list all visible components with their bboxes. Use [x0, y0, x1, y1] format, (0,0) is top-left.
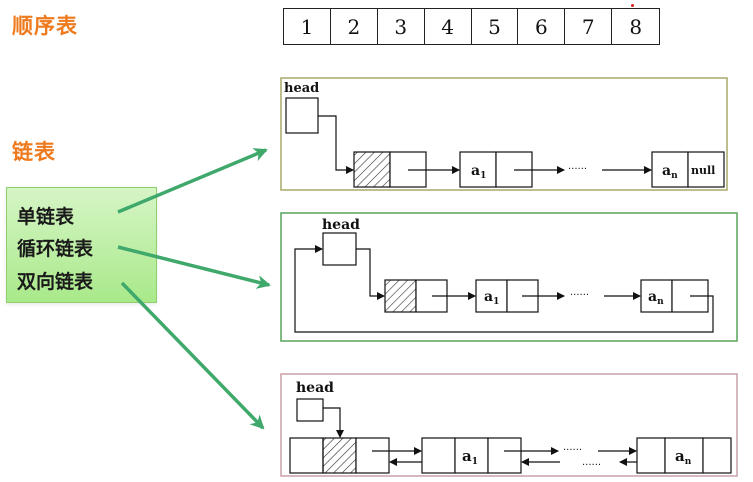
- ellipsis: ......: [568, 161, 587, 172]
- arrow-to-single: [117, 148, 268, 214]
- circular-linked-list: head a1 ...... an: [280, 212, 738, 342]
- header-node-prev: [289, 437, 324, 474]
- header-node-data: [322, 437, 357, 474]
- header-node-data: [384, 279, 417, 313]
- node-a1-prev: [421, 437, 456, 474]
- head-label: head: [296, 380, 334, 396]
- head-pointer-box: [285, 97, 319, 134]
- node-a1-label: a1: [462, 447, 478, 467]
- head-arrow: [318, 115, 354, 174]
- head-label: head: [284, 81, 319, 96]
- head-pointer-box: [322, 232, 357, 266]
- head-arrow: [356, 248, 385, 300]
- arrow-to-circular: [117, 245, 271, 289]
- seq-cell: 3: [378, 9, 425, 44]
- single-linked-list: head a1 ...... an null: [280, 77, 728, 191]
- header-node-data: [353, 151, 391, 188]
- ellipsis: ......: [563, 442, 582, 453]
- ellipsis: ......: [570, 287, 589, 298]
- node-a1-label: a1: [471, 163, 486, 181]
- ellipsis: ......: [582, 457, 601, 468]
- head-label: head: [322, 217, 360, 233]
- node-an-label: an: [675, 447, 692, 467]
- list-types-box: 单链表 循环链表 双向链表: [6, 187, 157, 303]
- circular-list-frame: [280, 212, 738, 342]
- seq-cell: 7: [565, 9, 613, 44]
- node-an-data: [640, 279, 673, 313]
- sequential-table-title: 顺序表: [12, 14, 78, 38]
- seq-cell: 4: [425, 9, 472, 44]
- node-an-data: [651, 151, 689, 188]
- double-list-frame: [280, 373, 738, 477]
- circular-return-arrow: [294, 245, 714, 333]
- node-a1-data: [454, 437, 489, 474]
- node-an-next: [687, 151, 725, 188]
- node-a1-next: [487, 437, 522, 474]
- node-an-label: an: [648, 289, 664, 307]
- linked-list-title: 链表: [12, 140, 56, 164]
- list-type-circular: 循环链表: [17, 238, 94, 260]
- node-an-label: an: [662, 163, 678, 181]
- green-arrows: [117, 148, 271, 430]
- node-a1-label: a1: [484, 289, 499, 307]
- node-an-prev: [636, 437, 666, 474]
- red-dot-marker: [631, 4, 634, 7]
- head-arrow: [323, 407, 344, 438]
- single-list-frame: [280, 77, 728, 191]
- node-an-data: [664, 437, 704, 474]
- double-linked-list: head a1 ...... ...... an: [280, 373, 738, 477]
- header-node-next: [355, 437, 390, 474]
- sequential-table: 1 2 3 4 5 6 7 8: [283, 8, 661, 45]
- head-pointer-box: [296, 398, 324, 422]
- list-type-double: 双向链表: [17, 271, 94, 293]
- seq-cell: 1: [284, 9, 331, 44]
- null-label: null: [691, 164, 715, 177]
- node-an-next: [702, 437, 732, 474]
- list-type-single: 单链表: [17, 206, 75, 228]
- seq-cell: 5: [472, 9, 519, 44]
- arrow-to-double: [120, 281, 265, 430]
- seq-cell: 6: [518, 9, 566, 44]
- seq-cell: 8: [629, 14, 643, 39]
- seq-cell: 2: [331, 9, 378, 44]
